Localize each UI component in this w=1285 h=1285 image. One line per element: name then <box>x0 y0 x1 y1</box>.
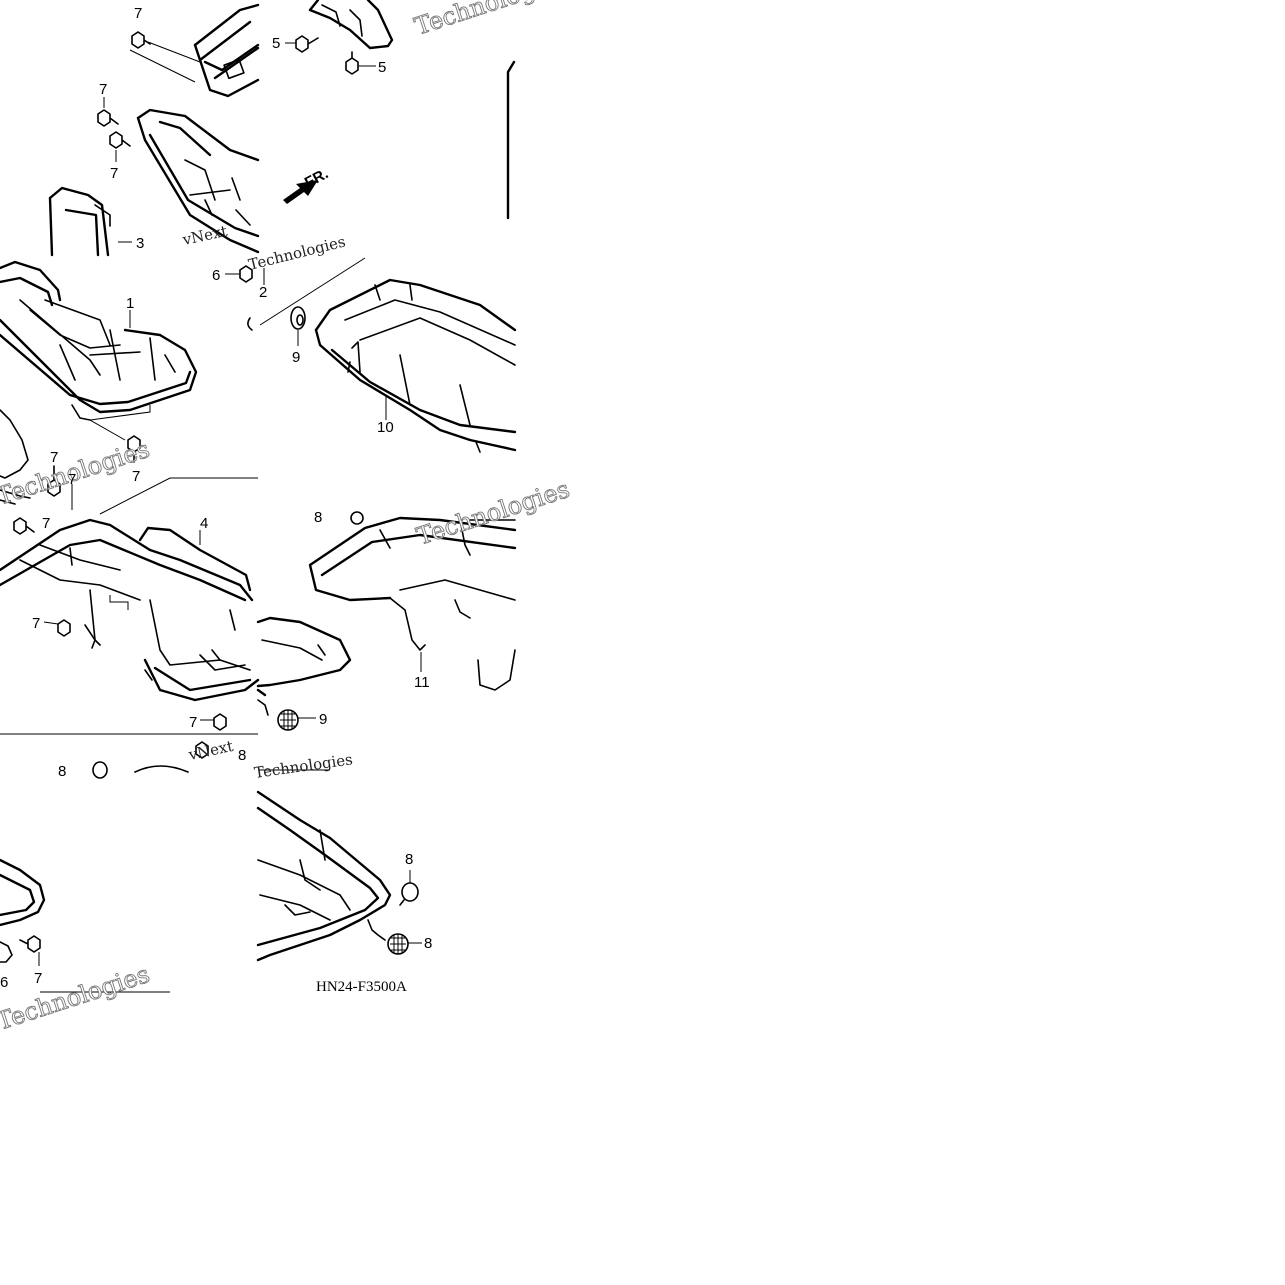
callout-2: 2 <box>259 284 267 301</box>
callout-7: 7 <box>189 714 197 731</box>
tile-bottom-center <box>256 790 422 962</box>
callout-9: 9 <box>292 349 300 366</box>
callout-8: 8 <box>238 747 246 764</box>
watermark-technologies-1: Technologies <box>411 0 571 41</box>
callout-4: 4 <box>200 515 208 532</box>
watermark-technologies-4: Technologies <box>413 475 573 551</box>
callout-8: 8 <box>424 935 432 952</box>
callout-7: 7 <box>34 970 42 987</box>
callout-7: 7 <box>42 515 50 532</box>
callout-7: 7 <box>99 81 107 98</box>
callout-8: 8 <box>58 763 66 780</box>
callout-7: 7 <box>110 165 118 182</box>
callouts: 7 7 7 3 5 5 6 2 1 9 10 7 7 7 7 4 8 7 11 … <box>0 5 432 991</box>
watermarks: Technologies vNext Technologies Technolo… <box>0 0 573 1036</box>
callout-10: 10 <box>377 419 394 436</box>
watermark-vnext-2: vNext <box>186 737 235 764</box>
callout-7: 7 <box>68 471 76 488</box>
callout-3: 3 <box>136 235 144 252</box>
callout-5: 5 <box>272 35 280 52</box>
tile-top-center <box>283 0 516 220</box>
tile-middle-left <box>0 260 198 510</box>
callout-7: 7 <box>134 5 142 22</box>
watermark-technologies-2: Technologies <box>247 232 348 273</box>
callout-8: 8 <box>314 509 322 526</box>
callout-7: 7 <box>32 615 40 632</box>
tile-lower-center <box>256 511 517 771</box>
watermark-technologies-6: Technologies <box>0 960 153 1036</box>
callout-1: 1 <box>126 295 134 312</box>
callout-11: 11 <box>414 674 430 691</box>
callout-7: 7 <box>50 449 58 466</box>
callout-7: 7 <box>132 468 140 485</box>
tile-top-left <box>48 3 260 257</box>
callout-5: 5 <box>378 59 386 76</box>
tile-bottom-left <box>0 741 209 993</box>
tile-middle-center <box>225 257 517 453</box>
watermark-vnext-1: vNext <box>180 222 229 249</box>
tile-lower-left <box>0 477 260 735</box>
callout-9: 9 <box>319 711 327 728</box>
callout-6: 6 <box>212 267 220 284</box>
diagram-code: HN24-F3500A <box>316 979 407 995</box>
callout-6: 6 <box>0 974 8 991</box>
watermark-technologies-3: Technologies <box>0 435 153 511</box>
watermark-technologies-5: Technologies <box>253 750 354 782</box>
callout-8: 8 <box>405 851 413 868</box>
